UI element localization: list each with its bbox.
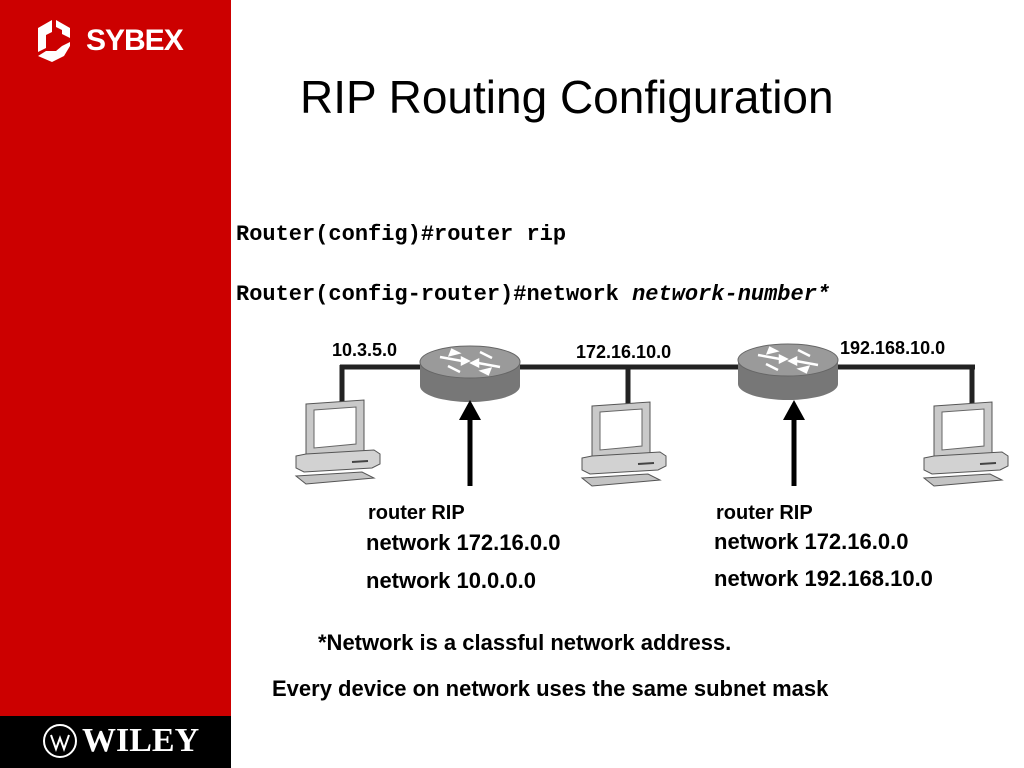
arrow-up-icon (459, 400, 481, 486)
command-network: Router(config-router)#network network-nu… (236, 282, 830, 307)
note-subnet-mask: Every device on network uses the same su… (272, 676, 829, 701)
sybex-logo: SYBEX (34, 18, 184, 64)
footer-band (0, 716, 231, 768)
slide-title: RIP Routing Configuration (300, 71, 834, 123)
router-left-network-1: network 172.16.0.0 (366, 530, 561, 555)
computer-icon (581, 401, 667, 487)
network-label-left: 10.3.5.0 (332, 340, 398, 360)
computer-icon (923, 401, 1009, 487)
command-router-rip: Router(config)#router rip (236, 222, 567, 247)
command-network-arg: network-number* (632, 282, 831, 307)
arrow-up-icon (783, 400, 805, 486)
sidebar-band (0, 0, 231, 716)
wiley-wordmark: WILEY (82, 722, 200, 759)
computer-icon (295, 399, 381, 485)
network-label-right: 192.168.10.0 (840, 338, 946, 358)
command-network-prefix: Router(config-router)#network (236, 282, 633, 307)
sybex-wordmark: SYBEX (86, 24, 184, 57)
router-icon (736, 342, 840, 402)
note-classful: *Network is a classful network address. (318, 630, 732, 655)
wiley-seal-icon (43, 724, 77, 758)
router-right-network-1: network 172.16.0.0 (714, 529, 909, 554)
router-right-rip-label: router RIP (716, 502, 813, 524)
sybex-mark-icon (38, 20, 70, 62)
wiley-logo: WILEY (42, 722, 199, 760)
network-label-middle: 172.16.10.0 (576, 342, 672, 362)
router-icon (418, 344, 522, 404)
router-right-network-2: network 192.168.10.0 (714, 566, 933, 591)
router-left-network-2: network 10.0.0.0 (366, 568, 536, 593)
router-left-rip-label: router RIP (368, 502, 465, 524)
